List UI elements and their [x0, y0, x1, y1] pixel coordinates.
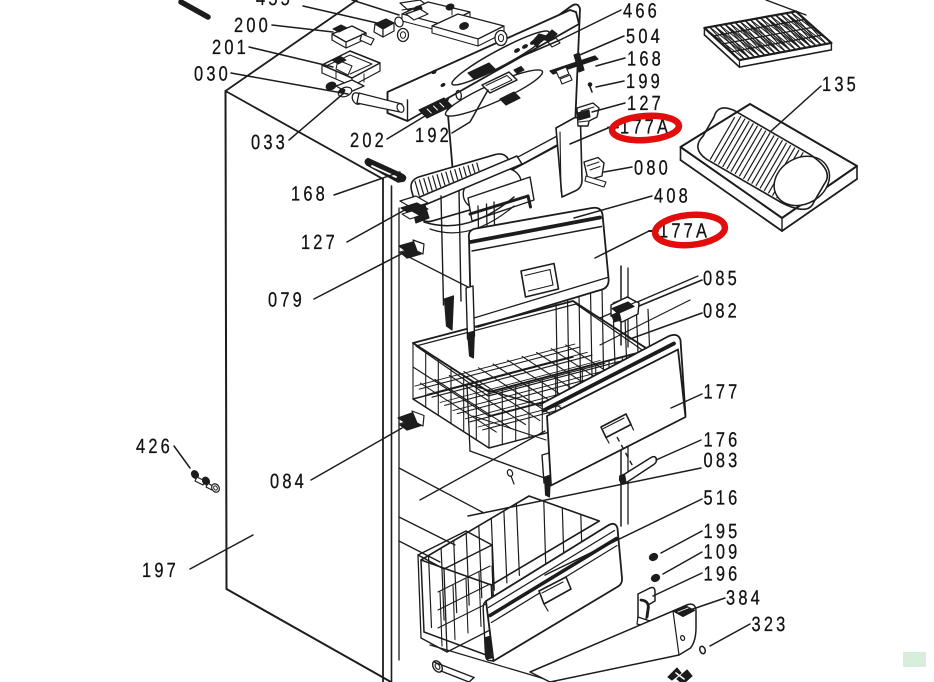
- svg-text:192: 192: [415, 124, 452, 147]
- svg-text:195: 195: [704, 520, 741, 543]
- svg-text:196: 196: [704, 563, 741, 586]
- svg-text:079: 079: [268, 289, 305, 312]
- svg-text:384: 384: [726, 587, 763, 610]
- svg-text:177: 177: [704, 381, 741, 404]
- svg-text:080: 080: [634, 157, 671, 180]
- svg-text:082: 082: [703, 300, 740, 323]
- svg-text:466: 466: [623, 0, 660, 23]
- svg-text:083: 083: [704, 449, 741, 472]
- svg-text:408: 408: [654, 185, 691, 208]
- svg-text:168: 168: [291, 183, 328, 206]
- svg-text:176: 176: [704, 429, 741, 452]
- svg-text:504: 504: [626, 25, 663, 48]
- svg-text:033: 033: [251, 131, 288, 154]
- svg-text:426: 426: [136, 435, 173, 458]
- svg-text:323: 323: [752, 613, 789, 636]
- svg-text:127: 127: [301, 231, 338, 254]
- svg-text:127: 127: [627, 92, 664, 115]
- svg-text:177A: 177A: [620, 116, 671, 139]
- svg-text:085: 085: [703, 267, 740, 290]
- svg-text:202: 202: [350, 129, 387, 152]
- svg-text:109: 109: [704, 541, 741, 564]
- svg-text:177A: 177A: [659, 220, 710, 243]
- svg-text:168: 168: [627, 48, 664, 71]
- svg-text:516: 516: [704, 487, 741, 510]
- svg-text:199: 199: [626, 70, 663, 93]
- svg-text:135: 135: [822, 73, 859, 96]
- svg-text:455: 455: [256, 0, 293, 10]
- svg-text:030: 030: [194, 63, 231, 86]
- svg-text:200: 200: [234, 14, 271, 37]
- svg-text:197: 197: [142, 559, 179, 582]
- svg-text:084: 084: [270, 470, 307, 493]
- svg-text:201: 201: [212, 36, 249, 59]
